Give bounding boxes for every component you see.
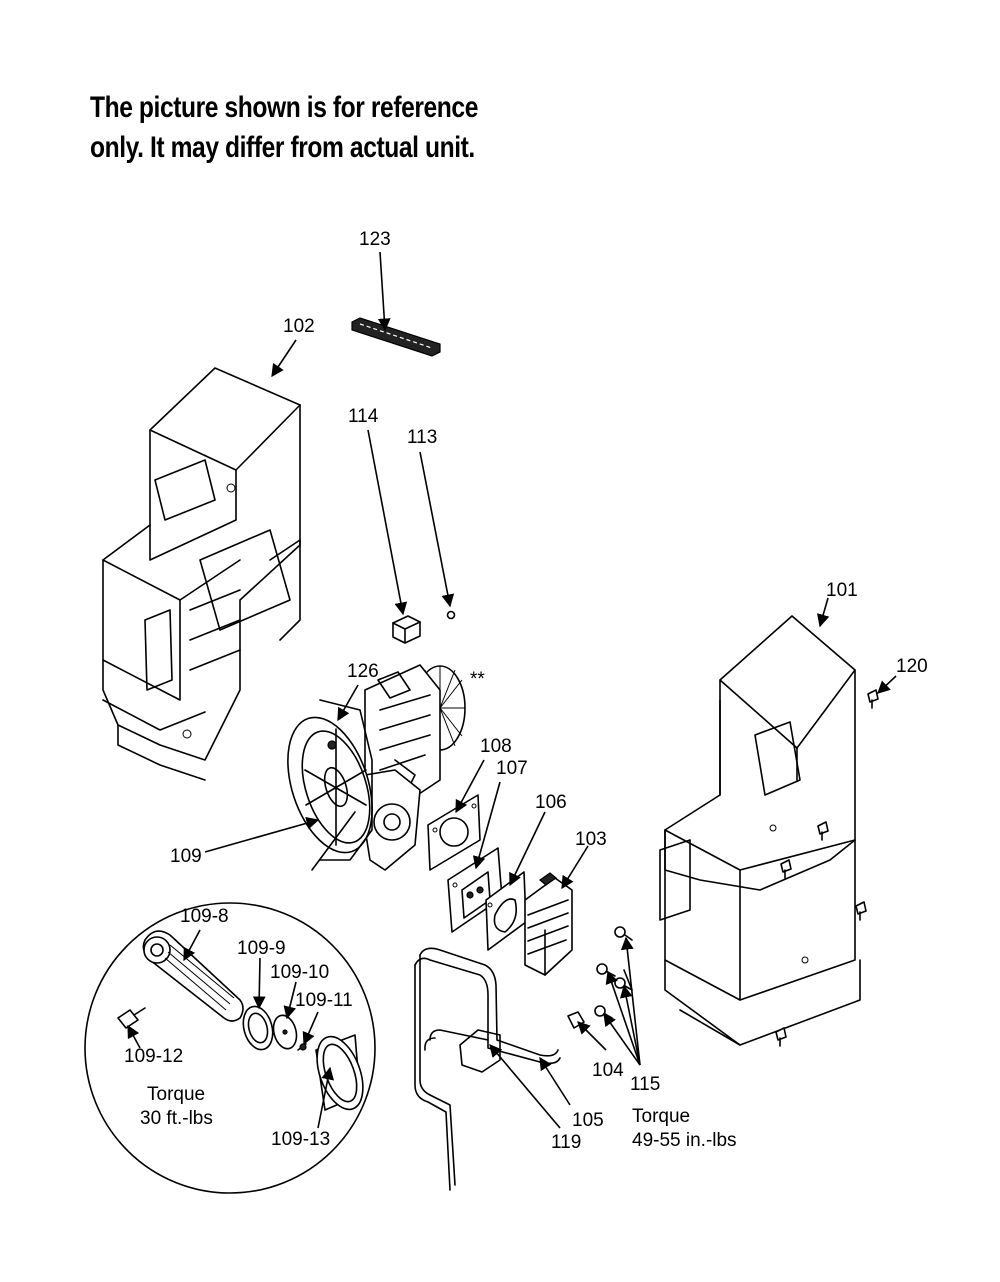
right-shroud-101 [659,615,861,1046]
tubing-105-119 [414,947,561,1191]
label-102: 102 [283,316,315,337]
clip-113 [446,610,456,620]
label-107: 107 [496,758,528,779]
ring-109-9 [242,1005,274,1051]
part-labels: 123 102 114 113 101 120 126 ** 108 107 1… [124,229,928,1153]
label-123: 123 [359,229,391,250]
label-109: 109 [170,846,202,867]
gasket-108 [427,794,481,871]
label-109-12: 109-12 [124,1046,183,1067]
handle-grip-123 [351,317,441,357]
reference-note-line2: only. It may differ from actual unit. [90,131,475,164]
label-120: 120 [896,656,928,677]
torque-note-2-line1: Torque [632,1106,690,1127]
label-109-10: 109-10 [270,962,329,983]
label-108: 108 [480,736,512,757]
torque-notes: Torque 30 ft.-lbs Torque 49-55 in.-lbs [140,1084,737,1151]
reference-note-line1: The picture shown is for reference [90,91,478,124]
label-106: 106 [535,792,567,813]
label-109-9: 109-9 [237,938,286,959]
label-104: 104 [592,1060,624,1081]
leader-lines [127,251,897,1129]
label-114: 114 [348,406,379,427]
label-105: 105 [572,1110,604,1131]
cylinder-head-103 [524,872,573,976]
screws-120 [775,689,879,1047]
label-126: 126 [347,661,379,682]
torque-note-2-line2: 49-55 in.-lbs [632,1130,737,1151]
cylinder-sleeve-109-13 [315,1034,364,1111]
label-109-11: 109-11 [295,990,353,1011]
label-103: 103 [575,829,607,850]
left-shroud-102 [102,367,301,781]
detail-circle-109 [84,811,376,1194]
label-109-8: 109-8 [180,906,229,927]
torque-note-1-line2: 30 ft.-lbs [140,1108,213,1129]
label-109-13: 109-13 [271,1129,330,1150]
label-101: 101 [826,580,858,601]
label-fan-mark: ** [470,669,485,690]
torque-note-1-line1: Torque [147,1084,205,1105]
label-115: 115 [630,1074,660,1095]
connecting-rod-109-8 [142,930,244,1022]
bolt-109-12 [117,1007,146,1029]
pad-114 [392,615,421,644]
label-119: 119 [551,1132,581,1153]
reference-note: The picture shown is for reference only.… [90,88,478,168]
screw-109-11 [297,1043,307,1051]
label-113: 113 [407,427,437,448]
